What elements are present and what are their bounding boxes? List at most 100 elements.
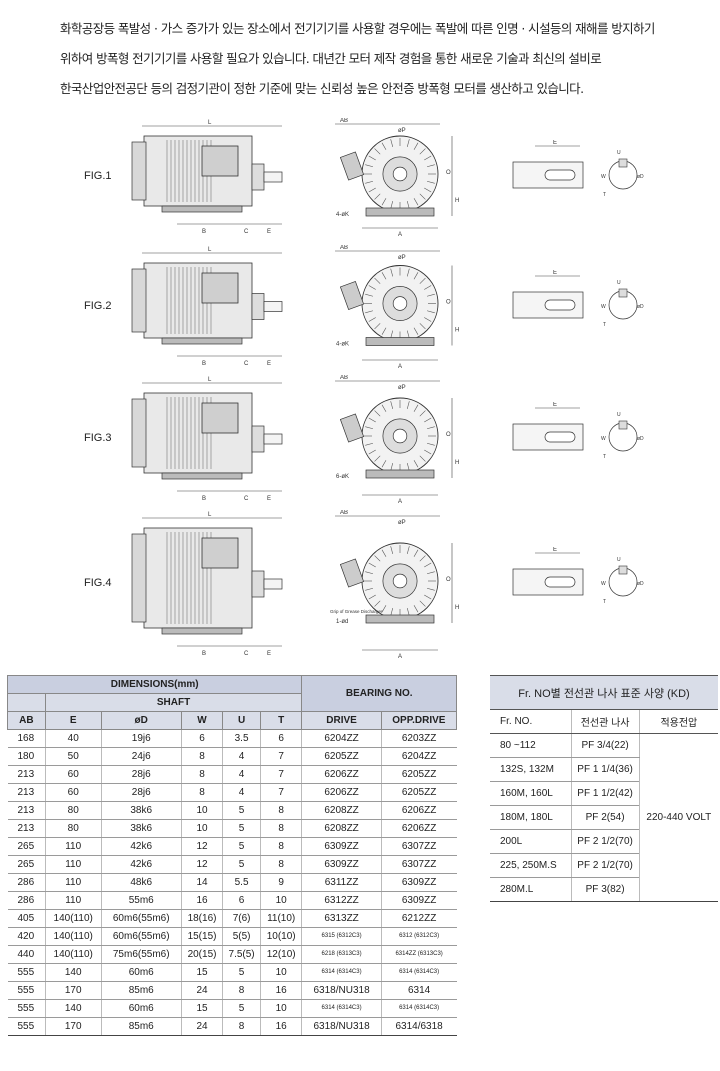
table-cell: 265 [7,855,46,874]
table-cell: 42k6 [100,855,182,874]
dim-label-ab: AB [340,375,348,381]
table-cell: 6208ZZ [301,801,382,820]
shaft-dim-u: U [617,557,621,563]
table-cell: 6309ZZ [380,873,457,892]
table-cell: 7 [259,783,302,802]
table-cell: 6212ZZ [380,909,457,928]
dim-label-a: A [398,499,402,505]
table-cell: 440 [7,945,46,964]
table-cell: PF 2 1/2(70) [570,829,640,854]
shaft-dim-w: W [601,436,606,442]
table-cell: 110 [44,891,102,910]
dim-label-l: L [208,247,212,253]
table-cell: 15(15) [180,927,223,946]
table-cell: 6206ZZ [380,819,457,838]
table-cell: 555 [7,1017,46,1036]
table-cell: 6307ZZ [380,855,457,874]
shaft-dim-d: øD [637,436,644,442]
table-cell: 38k6 [100,819,182,838]
table-cell: 10 [180,801,223,820]
dim-label-c: C [244,229,249,235]
table-cell: 8 [222,981,261,1000]
table-cell: 265 [7,837,46,856]
shaft-dim-t: T [603,599,606,605]
dim-label-a: A [398,232,402,238]
shaft-dim-d: øD [637,174,644,180]
table-cell: 6312ZZ [301,891,382,910]
table-cell: 6314 [380,981,457,1000]
table-cell: 8 [180,783,223,802]
table-cell: 5(5) [222,927,261,946]
table-cell: 6206ZZ [380,801,457,820]
dim-label-e: E [267,651,271,657]
conduit-col-voltage: 적용전압 [638,709,718,734]
dim-label-b: B [202,361,206,367]
dim-label-ab: AB [340,510,348,516]
dim-label-h: H [455,605,459,611]
table-cell: 20(15) [180,945,223,964]
dim-label-o: O [446,300,451,306]
table-cell: 6314 (6314C3) [380,963,457,982]
hole-count-label: 1-ød [336,619,348,625]
table-cell: 6205ZZ [301,747,382,766]
shaft-dim-d: øD [637,581,644,587]
table-cell: 19j6 [100,729,182,748]
dim-label-l: L [208,377,212,383]
table-cell: 6205ZZ [380,765,457,784]
dim-label-c: C [244,361,249,367]
table-cell: 213 [7,801,46,820]
table-cell: 16 [259,981,302,1000]
table-cell: 6312 (6312C3) [380,927,457,946]
table-cell: 28j6 [100,783,182,802]
table-cell: 213 [7,783,46,802]
table-cell: 12(10) [259,945,302,964]
table-cell: 50 [44,747,102,766]
table-cell: 60m6(55m6) [100,927,182,946]
dim-label-ab: AB [340,245,348,251]
shaft-header: SHAFT [44,693,303,712]
table-cell: 6204ZZ [380,747,457,766]
dim-label-o: O [446,170,451,176]
table-cell: 140(110) [44,909,102,928]
table-cell: 11(10) [259,909,302,928]
table-cell: 168 [7,729,46,748]
dim-col-header: T [259,711,303,730]
dim-label-l: L [208,512,212,518]
table-cell: 170 [44,1017,102,1036]
table-cell: 7 [259,765,302,784]
table-cell: 6309ZZ [301,837,382,856]
table-cell: 140(110) [44,945,102,964]
table-cell: 555 [7,999,46,1018]
intro-line-1: 화학공장등 폭발성 · 가스 증가가 있는 장소에서 전기기기를 사용할 경우에… [60,21,655,36]
table-cell: 6205ZZ [380,783,457,802]
table-cell: 12 [180,855,223,874]
voltage-cell: 220-440 VOLT [638,733,718,902]
table-cell: 10 [259,963,302,982]
dim-col-header: E [44,711,102,730]
table-cell: 7 [259,747,302,766]
table-cell: 6203ZZ [380,729,457,748]
table-cell: 286 [7,891,46,910]
dim-col-header: AB [7,711,46,730]
shaft-dim-w: W [601,581,606,587]
dim-label-a: A [398,654,402,660]
table-cell: 6208ZZ [301,819,382,838]
table-cell: 18(16) [180,909,223,928]
dim-label-h: H [455,460,459,466]
table-cell: 3.5 [222,729,261,748]
shaft-dim-u: U [617,150,621,156]
dim-label-b: B [202,229,206,235]
table-cell: 6314 (6314C3) [301,963,382,982]
dim-label-p: øP [398,255,406,261]
dim-label-p: øP [398,520,406,526]
figure-label: FIG.4 [84,577,112,589]
